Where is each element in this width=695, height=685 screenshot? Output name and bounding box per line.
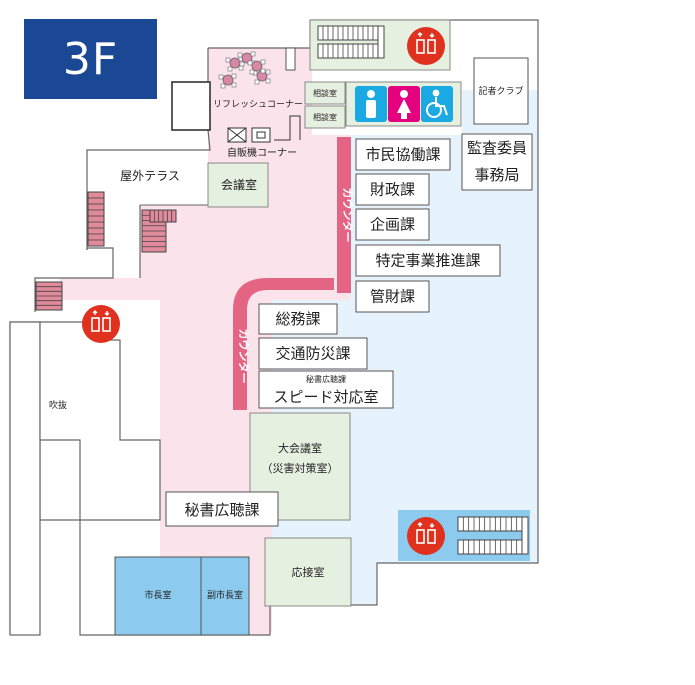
consult-room-2	[304, 105, 346, 129]
floor-badge: 3F	[24, 19, 157, 99]
vice-mayor-office	[200, 556, 250, 636]
refresh-corner-label: リフレッシュコーナー	[213, 99, 303, 110]
speed-sub-label: 秘書広聴課	[306, 374, 346, 384]
elevator-icon	[407, 27, 445, 65]
reception-room	[264, 537, 352, 607]
department-label: 総務課	[275, 310, 320, 328]
large-conf-label-1: 大会議室	[278, 441, 322, 455]
secretary-label: 秘書広聴課	[184, 501, 259, 519]
wall-terrace	[34, 247, 114, 312]
consult-room-1	[304, 81, 346, 105]
speed-office-box	[258, 370, 394, 409]
counter-label-1: カウンター	[341, 188, 354, 243]
consult-room-2-label: 相談室	[313, 112, 337, 122]
department-box	[355, 138, 451, 171]
meeting-room-label: 会議室	[221, 177, 257, 192]
department-box	[258, 303, 338, 335]
mayor-office	[114, 556, 202, 636]
department-box	[355, 208, 430, 241]
counter-label-2: カウンター	[237, 329, 250, 384]
press-club-room	[473, 57, 529, 125]
press-club-label: 記者クラブ	[478, 85, 523, 97]
pillar-box	[171, 81, 211, 131]
department-label: 市民協働課	[365, 146, 440, 164]
elevator-icon	[407, 517, 445, 555]
stairs-icon	[141, 209, 177, 253]
department-label: 企画課	[370, 216, 415, 234]
counter-curved	[233, 278, 334, 410]
stairs-icon	[87, 191, 105, 247]
wall-atrium-left	[9, 321, 41, 636]
department-box	[355, 173, 430, 206]
department-label: 管財課	[370, 288, 415, 306]
accessible-restroom-icon	[421, 86, 453, 122]
stairs-icon	[457, 516, 529, 555]
vice-mayor-label: 副市長室	[207, 589, 243, 601]
vending-corner-label: 自販機コーナー	[227, 146, 297, 159]
department-label: 特定事業推進課	[375, 252, 480, 270]
department-box	[355, 244, 501, 277]
refresh-tables	[218, 51, 271, 89]
restroom-female-icon	[388, 86, 420, 122]
atrium-label: 吹抜	[49, 399, 67, 411]
audit-office	[461, 133, 533, 191]
speed-main-label: スピード対応室	[273, 388, 378, 406]
mayor-office-label: 市長室	[144, 589, 171, 601]
stairs-icon	[317, 25, 385, 59]
vending-machine-icon	[227, 47, 301, 143]
stairs-icon	[35, 281, 63, 311]
floor-label: 3F	[62, 33, 119, 85]
reception-label: 応接室	[292, 565, 325, 579]
elevator-icon	[82, 305, 120, 343]
department-label: 交通防災課	[275, 345, 350, 363]
secretary-box	[165, 491, 279, 527]
audit-label-1: 監査委員	[467, 139, 527, 157]
department-label: 財政課	[370, 181, 415, 199]
consult-room-1-label: 相談室	[313, 88, 337, 98]
meeting-room	[207, 162, 269, 208]
department-box	[355, 280, 430, 313]
lobby-zone	[60, 48, 350, 632]
counter-vertical	[337, 137, 351, 293]
audit-label-2: 事務局	[474, 166, 519, 184]
atrium-area	[39, 321, 161, 521]
large-conf-label-2: （災害対策室）	[262, 461, 339, 475]
department-box	[258, 337, 368, 370]
restroom-male-icon	[355, 86, 387, 122]
terrace-label: 屋外テラス	[120, 169, 180, 183]
wall-top	[208, 20, 311, 49]
